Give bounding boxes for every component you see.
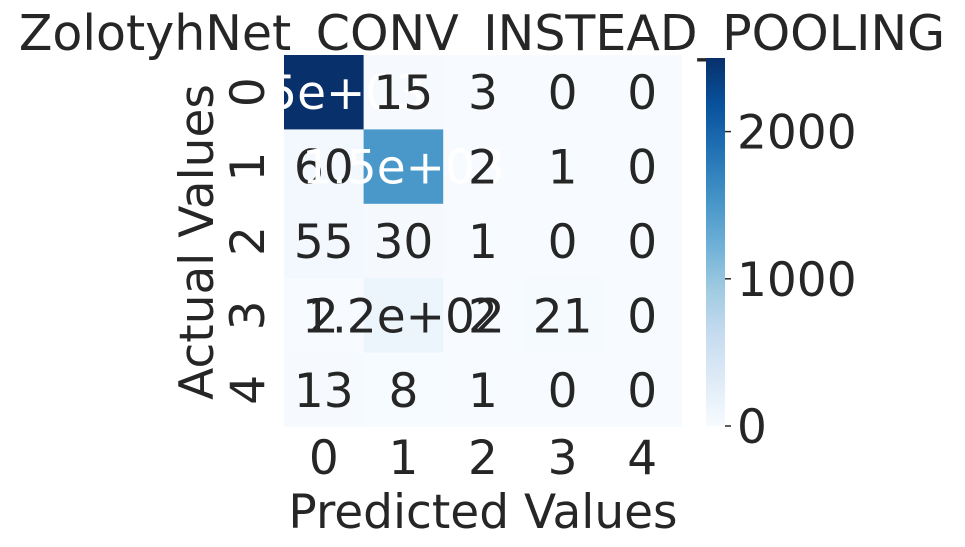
heatmap-cell (284, 203, 365, 279)
heatmap-cell-label: 55 (294, 215, 354, 270)
heatmap-cell (284, 55, 365, 130)
y-tick-labels: 0 1 2 3 4 (221, 77, 276, 405)
colorbar-tick-label: 0 (737, 400, 767, 455)
heatmap-cell-label: 0 (548, 66, 578, 121)
heatmap-cell (363, 55, 444, 130)
heatmap-cell-label: 13 (294, 364, 354, 419)
x-tick-label: 0 (309, 431, 339, 486)
heatmap-cell (284, 278, 365, 354)
x-tick-label: 3 (548, 431, 578, 486)
heatmap-cell-label: 0 (627, 289, 657, 344)
heatmap-cell-label: 2 (468, 141, 498, 196)
heatmap-cell-label: 1 (468, 364, 498, 419)
heatmap-cell (284, 129, 365, 205)
heatmap-cell (522, 129, 603, 205)
heatmap-cell (363, 129, 444, 205)
heatmap-cell-label: 15 (373, 66, 433, 121)
heatmap-cell-label: 30 (373, 215, 433, 270)
heatmap-cell (363, 352, 444, 427)
heatmap-cell (443, 352, 524, 427)
x-axis-label: Predicted Values (288, 485, 677, 540)
heatmap-cell (443, 278, 524, 354)
heatmap-cell (602, 55, 682, 130)
heatmap-cell-label: 3 (468, 66, 498, 121)
heatmap-cell (443, 203, 524, 279)
y-axis-label: Actual Values (170, 84, 225, 400)
heatmap-cell-label: 0 (548, 215, 578, 270)
heatmap-cell (443, 55, 524, 130)
heatmap-cell-label: 0 (548, 364, 578, 419)
heatmap-cell (522, 203, 603, 279)
colorbar-tick-label: 1000 (737, 253, 857, 308)
heatmap-cell-label: 1 (468, 215, 498, 270)
heatmap-cell-label: 1.5e+03 (302, 141, 505, 196)
y-tick-label: 2 (221, 226, 276, 256)
heatmap-cell-label: 0 (627, 215, 657, 270)
heatmap-cell (602, 352, 682, 427)
y-tick-label: 0 (221, 77, 276, 107)
heatmap-cell-label: 2 (309, 289, 339, 344)
y-tick-label: 3 (221, 300, 276, 330)
heatmap-cell-label: 60 (294, 141, 354, 196)
heatmap-cell (363, 203, 444, 279)
heatmap-cell (363, 278, 444, 354)
heatmap-cell (443, 129, 524, 205)
heatmap-cell-label: 0 (627, 141, 657, 196)
heatmap-cell (602, 203, 682, 279)
y-tick-label: 4 (221, 375, 276, 405)
x-tick-label: 4 (627, 431, 657, 486)
heatmap-cell-label: 8 (388, 364, 418, 419)
heatmap-cell (602, 278, 682, 354)
heatmap-cell (602, 129, 682, 205)
heatmap-cell (522, 352, 603, 427)
chart-title: ZolotyhNet_CONV_INSTEAD_POOLING (19, 5, 945, 62)
colorbar-ticks: 0 1000 2000 (725, 106, 857, 455)
heatmap-cell-label: 2.5e+03 (222, 66, 425, 121)
heatmap-cell-label: 0 (627, 364, 657, 419)
colorbar-tick-label: 2000 (737, 106, 857, 161)
heatmap-cell-label: 1 (548, 141, 578, 196)
heatmap-cell-label: 1.2e+02 (302, 289, 505, 344)
heatmap-cell-label: 2 (468, 289, 498, 344)
x-tick-label: 1 (388, 431, 418, 486)
heatmap-cells (284, 55, 682, 427)
heatmap-cell-label: 0 (627, 66, 657, 121)
colorbar (706, 58, 725, 426)
y-tick-label: 1 (221, 152, 276, 182)
heatmap-cell (284, 352, 365, 427)
heatmap-cell-label: 21 (533, 289, 593, 344)
x-tick-label: 2 (468, 431, 498, 486)
heatmap-cell (522, 55, 603, 130)
heatmap-cell (522, 278, 603, 354)
